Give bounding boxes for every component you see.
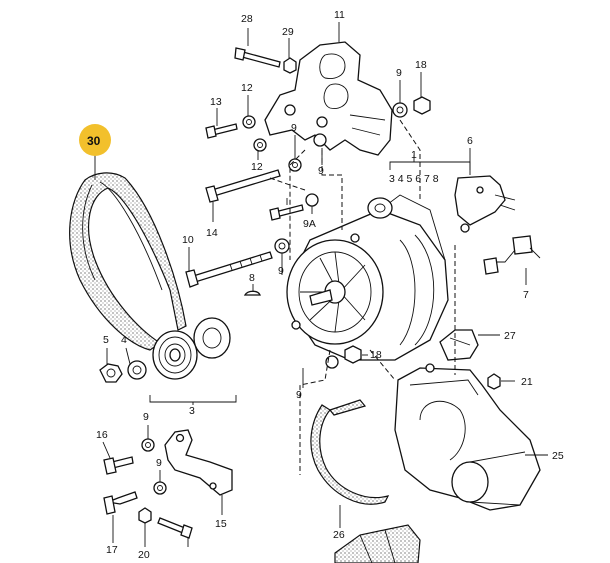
label-30: 30: [87, 134, 101, 148]
label-13: 13: [210, 96, 222, 108]
label-15: 15: [215, 518, 227, 530]
group-bracket-3: [149, 395, 237, 405]
mounting-bracket: [264, 41, 393, 156]
label-6: 6: [467, 135, 473, 147]
long-bolt-10: [185, 251, 273, 288]
label-25: 25: [552, 450, 564, 462]
label-20: 20: [138, 549, 150, 561]
label-group-list: 3 4 5 6 7 8: [389, 173, 439, 185]
bolt-20b: [157, 517, 193, 539]
nut-20: [138, 507, 152, 524]
tensioner-bracket: [164, 429, 233, 496]
bolt-28: [234, 47, 281, 68]
crankshaft-pulley: [127, 317, 231, 380]
label-14: 14: [206, 227, 218, 239]
bolt-13: [205, 123, 238, 139]
label-9: 9: [396, 67, 402, 79]
washer-9-top: [392, 102, 408, 118]
nut-18-top: [413, 96, 431, 115]
label-26: 26: [333, 529, 345, 541]
washer-9-lower: [141, 438, 167, 495]
label-4: 4: [121, 334, 127, 346]
nut-29: [283, 57, 297, 74]
bolt-17: [103, 491, 138, 515]
label-21: 21: [521, 376, 533, 388]
rubber-seal: [439, 329, 479, 361]
group-bracket-1: [389, 155, 471, 170]
bolt-14: [205, 169, 281, 203]
label-18: 18: [415, 59, 427, 71]
nut-21: [487, 373, 501, 390]
washer-nut-middle: [325, 345, 362, 369]
label-11: 11: [334, 9, 345, 21]
label-1: 1: [411, 149, 417, 161]
label-9A: 9A: [303, 218, 316, 230]
voltage-regulator: [454, 175, 516, 233]
label-9: 9: [296, 389, 302, 401]
label-9: 9: [143, 411, 149, 423]
brush-holder: [483, 235, 541, 275]
label-18: 18: [370, 349, 382, 361]
label-9: 9: [156, 457, 162, 469]
bolt-31: [269, 204, 304, 221]
label-29: 29: [282, 26, 294, 38]
label-3: 3: [189, 405, 195, 417]
part-labels: 28 11 29 9 18 12 13 9 9 12 30 1 6 3 4 5 …: [87, 9, 564, 561]
label-9: 9: [318, 165, 324, 177]
air-duct: [334, 524, 421, 563]
label-27: 27: [504, 330, 516, 342]
label-12: 12: [241, 82, 253, 94]
nut-5: [99, 363, 123, 383]
washers-12: [242, 115, 267, 152]
woodruff-key-8: [243, 290, 261, 296]
drive-belt: [69, 172, 187, 351]
highlight-marker-30: [79, 124, 111, 156]
label-28: 28: [241, 13, 253, 25]
label-5: 5: [103, 334, 109, 346]
label-10: 10: [182, 234, 194, 246]
label-8: 8: [249, 272, 255, 284]
bolt-16: [103, 456, 134, 475]
washers-stack: [274, 133, 327, 254]
label-9: 9: [291, 122, 297, 134]
label-17: 17: [106, 544, 118, 556]
gasket: [310, 399, 390, 505]
label-12: 12: [251, 161, 263, 173]
label-16: 16: [96, 429, 108, 441]
fan-housing: [394, 363, 541, 511]
label-9: 9: [278, 265, 284, 277]
alternator: [286, 194, 449, 361]
label-7: 7: [523, 289, 529, 301]
